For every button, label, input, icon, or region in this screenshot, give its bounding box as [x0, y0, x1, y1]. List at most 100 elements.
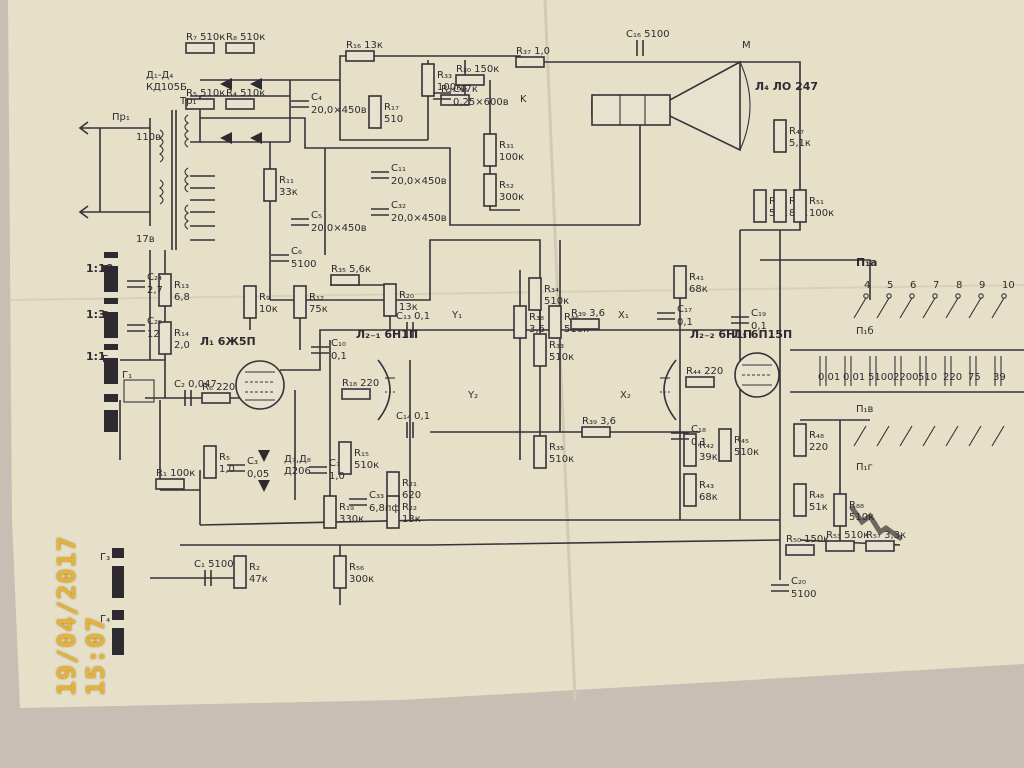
capacitor-ref: C₆: [291, 246, 302, 257]
resistor-ref: R₁₂: [309, 292, 324, 303]
switch-blade: [876, 297, 890, 319]
resistor-value: 510к: [734, 447, 759, 458]
resistor-ref: R₃₁: [499, 140, 514, 151]
capacitor-label: C₁₃ 0,1: [396, 311, 430, 322]
resistor-value: 510к: [544, 296, 569, 307]
resistor-value: 510к: [354, 460, 379, 471]
capacitor-ref: C₄: [311, 92, 322, 103]
switch-cap-value: 510: [918, 372, 937, 383]
capacitor-value: 20,0×450в: [391, 176, 447, 187]
resistor-ref: R₃₃: [549, 340, 564, 351]
switch-cap-1: 0,01: [818, 356, 840, 386]
switch-cap-6: 220: [943, 356, 962, 386]
switch-cap-value: 39: [993, 372, 1006, 383]
date-stamp: 19/04/2017 15:07: [52, 535, 110, 696]
capacitor-ref: C₁₀: [331, 338, 346, 349]
resistor-value: 47к: [249, 574, 268, 585]
switch-blade-lower: [899, 425, 913, 447]
capacitor-1: C₁₆ 5100: [626, 29, 670, 56]
capacitor-value: 0,25×600в: [453, 97, 509, 108]
misc-label-3: 110в: [136, 132, 161, 143]
capacitor-ref: C₂₀: [791, 576, 806, 587]
tube-label-5: Л₄ ЛО 247: [755, 80, 818, 93]
resistor-value: 1,0: [219, 464, 235, 475]
resistor-label: R₅ 510к: [186, 88, 225, 99]
resistor-24: R₃₉ 3,6: [570, 308, 605, 330]
capacitor-value: 5100: [791, 589, 816, 600]
resistor-8: R₃₀ 150к: [455, 64, 499, 86]
resistor-43: R₁ 100к: [155, 468, 195, 490]
capacitor-17: C₃0,05: [227, 456, 269, 480]
misc-label-12: Г₂: [102, 264, 112, 275]
misc-label-16: Г₆: [102, 354, 112, 365]
resistor-4: R₄ 510к: [225, 88, 265, 110]
capacitor-ref: C₁₅: [453, 84, 468, 95]
switch-cap-3: 5100: [868, 356, 893, 386]
resistor-ref: R₅: [219, 452, 230, 463]
diode-symbols: [220, 78, 270, 492]
capacitor-value: 0,1: [331, 351, 347, 362]
switch-cap-value: 5100: [868, 372, 893, 383]
capacitor-20: C₁ 5100: [194, 559, 234, 586]
resistor-label: R₃₇ 47к: [441, 84, 478, 95]
capacitor-10: C₁₃ 0,1: [396, 311, 430, 338]
resistor-label: R₁₆ 13к: [346, 40, 383, 51]
resistor-ref: R₅₂: [499, 180, 514, 191]
misc-label-6: K: [520, 94, 527, 105]
misc-label-1: Пр₁: [112, 112, 130, 123]
switch-cap-value: 75: [968, 372, 981, 383]
misc-label-4: 17в: [136, 234, 155, 245]
attenuator-1: 1:10: [86, 262, 114, 275]
switch-blade-lower: [991, 425, 1005, 447]
capacitor-21: C₂₀ 5100: [771, 576, 816, 600]
switch-cap-2: 0,01: [843, 356, 865, 386]
switch-ref-2: П₁б: [856, 326, 874, 337]
resistor-ref: R₅₆: [349, 562, 364, 573]
switch-contact-7: 10: [1002, 280, 1015, 291]
resistor-49: R₅₀ 150к: [785, 534, 829, 556]
capacitor-ref: C₁₉: [751, 308, 766, 319]
switch-blade-lower: [876, 425, 890, 447]
resistor-label: R₅₇ 3,3к: [866, 530, 906, 541]
capacitor-value: 0,1: [677, 317, 693, 328]
resistor-31: R₆ 220: [201, 382, 235, 404]
input-jacks: [104, 252, 155, 655]
resistor-label: R₁ 100к: [156, 468, 195, 479]
resistor-value: 220: [809, 442, 828, 453]
resistor-value: 510к: [549, 352, 574, 363]
resistor-ref: R₄₇: [789, 126, 804, 137]
capacitor-label: C₁ 5100: [194, 559, 234, 570]
misc-label-15: Г₅: [102, 310, 112, 321]
capacitor-value: 0,1: [691, 437, 707, 448]
resistor-7: R₃₇ 1,0: [515, 46, 550, 68]
switch-cap-value: 2200: [893, 372, 918, 383]
switch-contact-1: 4: [864, 280, 870, 291]
resistor-2: R₈ 510к: [225, 32, 265, 54]
tube-label-4: Л₃ 6П15П: [733, 328, 792, 341]
misc-label-10: X₂: [620, 390, 631, 401]
capacitor-label: C₁₄ 0,1: [396, 411, 430, 422]
resistor-value: 300к: [499, 192, 524, 203]
switch-cap-4: 2200: [893, 356, 918, 386]
capacitor-16: C₂ 0,047: [174, 379, 217, 406]
switch-blade: [968, 297, 982, 319]
capacitor-ref: C₃₃: [369, 490, 384, 501]
resistor-value: 33к: [279, 187, 298, 198]
switch-blade-lower: [968, 425, 982, 447]
switch-blade: [899, 297, 913, 319]
